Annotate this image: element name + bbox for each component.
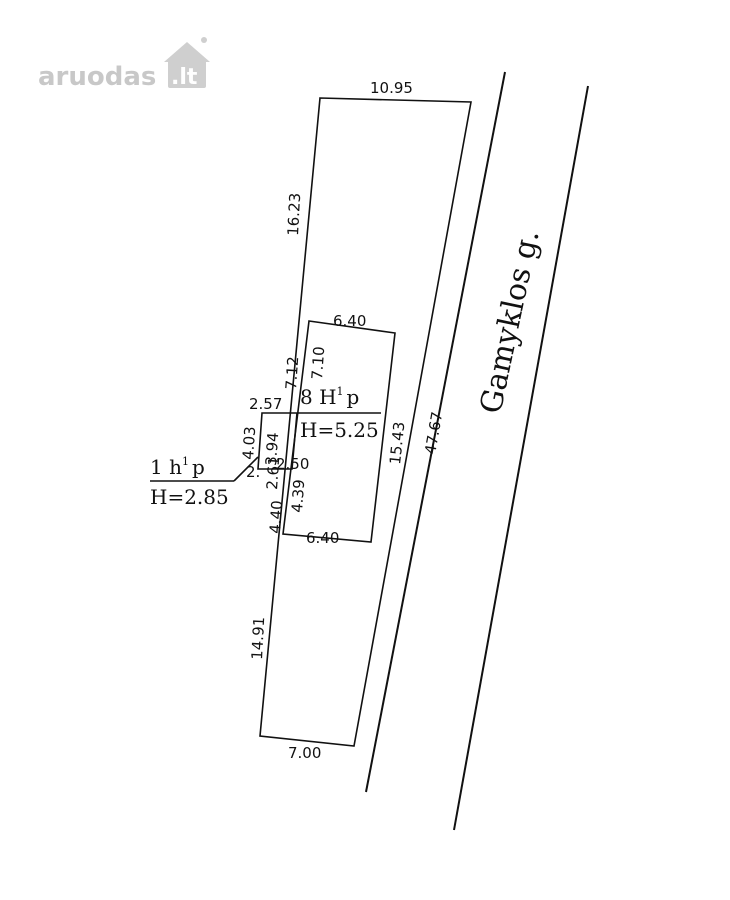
main-building-outline — [282, 320, 396, 543]
street-line-left — [365, 71, 506, 793]
street-name: Gamyklos g. — [474, 227, 547, 417]
dim-main-left-d: 4.39 — [288, 479, 308, 514]
dim-main-bottom: 6.40 — [306, 529, 339, 547]
logo-roof-icon — [164, 42, 210, 62]
logo-tld-text: .lt — [171, 65, 198, 90]
dim-main-left-e: 4.40 — [266, 500, 286, 535]
dim-parcel-right: 47.67 — [421, 410, 446, 455]
dim-parcel-left-upper: 16.23 — [284, 192, 304, 236]
dim-main-right: 15.43 — [386, 421, 408, 466]
street-line-right — [453, 85, 589, 831]
dim-main-left-b: 7.10 — [308, 346, 328, 381]
small-building-outline — [257, 412, 298, 470]
aruodas-logo: aruodas .lt — [38, 37, 210, 92]
dim-small-top: 2.57 — [249, 395, 282, 413]
small-building-leader — [233, 456, 259, 482]
dim-small-inner: 3.94 — [262, 432, 282, 467]
dim-main-left-a: 7.12 — [282, 356, 302, 391]
dim-parcel-bottom: 7.00 — [288, 744, 321, 762]
dim-small-tiny: 2. — [246, 463, 260, 481]
parcel-outline — [259, 97, 472, 747]
dim-main-top: 6.40 — [333, 312, 366, 330]
dim-main-left-c: 2.50 — [276, 455, 309, 473]
logo-house-icon — [168, 60, 206, 88]
dim-parcel-top: 10.95 — [370, 79, 413, 97]
dim-small-bottom: 2.61 — [263, 456, 283, 491]
dim-parcel-left-lower: 14.91 — [248, 616, 268, 660]
dim-small-left: 4.03 — [239, 426, 259, 461]
logo-brand-text: aruodas — [38, 62, 156, 92]
main-building-height: H=5.25 — [300, 418, 379, 442]
logo-chimney-icon — [201, 37, 207, 43]
small-building-height: H=2.85 — [150, 485, 229, 509]
